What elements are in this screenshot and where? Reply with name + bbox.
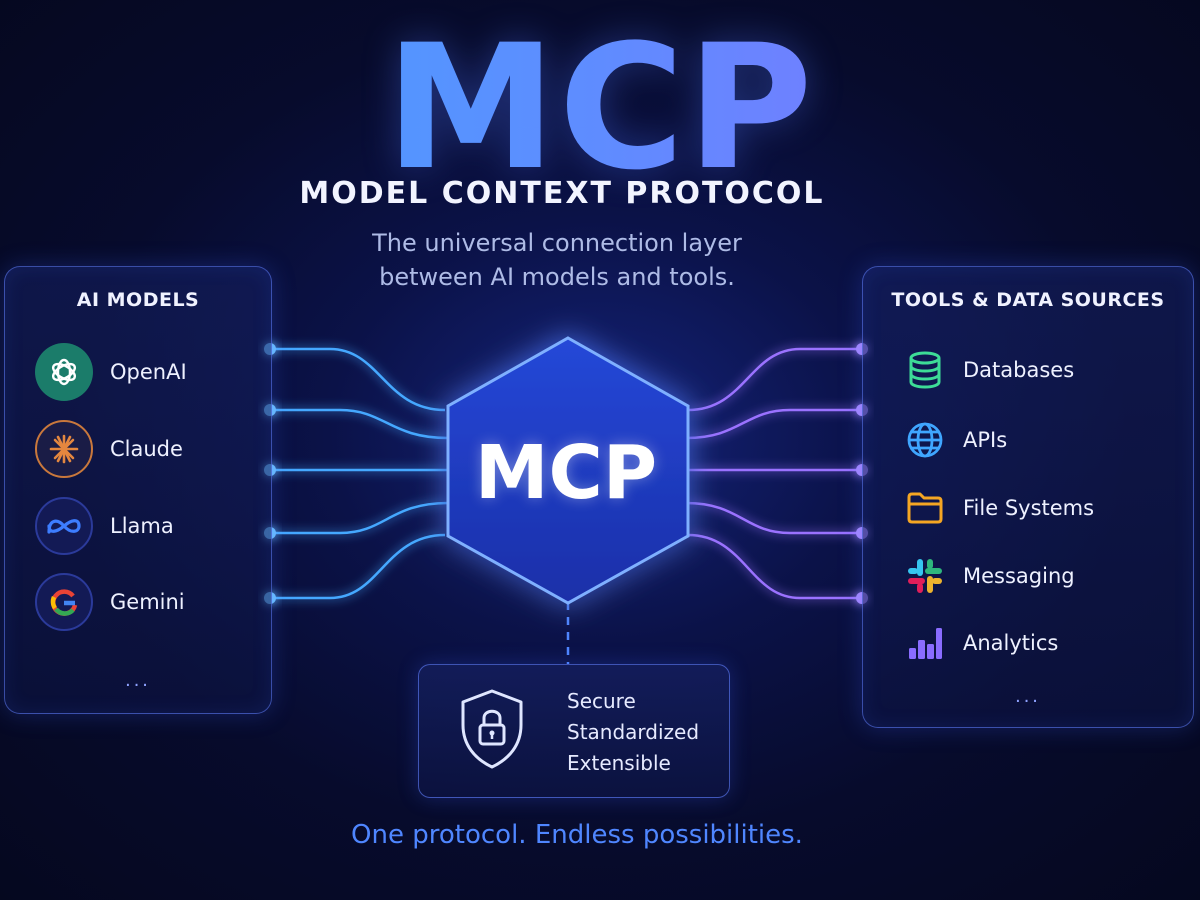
shield-lock-icon bbox=[457, 687, 527, 776]
tool-label-analytics: Analytics bbox=[963, 631, 1059, 655]
wire-right-4 bbox=[685, 501, 862, 535]
tool-label-messaging: Messaging bbox=[963, 564, 1075, 588]
page-subtitle: MODEL CONTEXT PROTOCOL bbox=[299, 176, 825, 211]
model-label-openai: OpenAI bbox=[110, 360, 187, 384]
wire-left-5 bbox=[270, 533, 446, 600]
model-item-claude: Claude bbox=[35, 417, 183, 481]
wire-left-2 bbox=[270, 408, 449, 440]
tagline: The universal connection layer between A… bbox=[0, 226, 1114, 294]
tools-more: ... bbox=[1015, 685, 1041, 707]
folder-icon bbox=[905, 488, 945, 528]
openai-icon bbox=[35, 343, 93, 401]
model-label-llama: Llama bbox=[110, 514, 174, 538]
wire-left-4 bbox=[270, 501, 449, 535]
hub-label: MCP bbox=[474, 430, 658, 516]
feature-standardized: Standardized bbox=[567, 720, 700, 744]
meta-llama-icon bbox=[35, 497, 93, 555]
tool-item-apis: APIs bbox=[905, 416, 1007, 464]
logo-title: MCP bbox=[0, 18, 1200, 198]
right-wires bbox=[685, 347, 862, 600]
tool-item-file-systems: File Systems bbox=[905, 484, 1094, 532]
tool-label-file-systems: File Systems bbox=[963, 496, 1095, 520]
tool-item-messaging: Messaging bbox=[905, 552, 1075, 600]
globe-icon bbox=[905, 420, 945, 460]
google-gemini-icon bbox=[35, 573, 93, 631]
model-item-llama: Llama bbox=[35, 494, 174, 558]
bar-chart-icon bbox=[905, 623, 945, 663]
database-icon bbox=[905, 350, 945, 390]
hub-hexagon bbox=[446, 336, 690, 605]
claude-icon bbox=[35, 420, 93, 478]
footer-slogan: One protocol. Endless possibilities. bbox=[351, 820, 803, 850]
tools-panel: TOOLS & DATA SOURCES Databases bbox=[862, 266, 1194, 728]
security-features-box: Secure Standardized Extensible bbox=[418, 664, 730, 798]
tool-label-databases: Databases bbox=[963, 358, 1075, 382]
tool-item-databases: Databases bbox=[905, 346, 1074, 394]
model-label-gemini: Gemini bbox=[110, 590, 185, 614]
feature-extensible: Extensible bbox=[567, 751, 671, 775]
feature-secure: Secure bbox=[567, 689, 636, 713]
tools-heading: TOOLS & DATA SOURCES bbox=[891, 289, 1165, 311]
ai-models-more: ... bbox=[125, 669, 151, 691]
model-label-claude: Claude bbox=[110, 437, 183, 461]
tagline-line-1: The universal connection layer bbox=[372, 229, 742, 257]
tagline-line-2: between AI models and tools. bbox=[379, 263, 735, 291]
tool-item-analytics: Analytics bbox=[905, 619, 1058, 667]
wire-right-1 bbox=[687, 347, 862, 412]
wire-right-5 bbox=[687, 533, 862, 600]
slack-icon bbox=[905, 556, 945, 596]
ai-models-heading: AI MODELS bbox=[76, 289, 200, 311]
ai-models-panel: AI MODELS OpenAI bbox=[4, 266, 272, 714]
model-item-openai: OpenAI bbox=[35, 340, 187, 404]
tool-label-apis: APIs bbox=[963, 428, 1008, 452]
model-item-gemini: Gemini bbox=[35, 570, 185, 634]
wire-left-1 bbox=[270, 347, 446, 412]
left-wires bbox=[270, 347, 450, 600]
wire-right-2 bbox=[685, 408, 862, 440]
